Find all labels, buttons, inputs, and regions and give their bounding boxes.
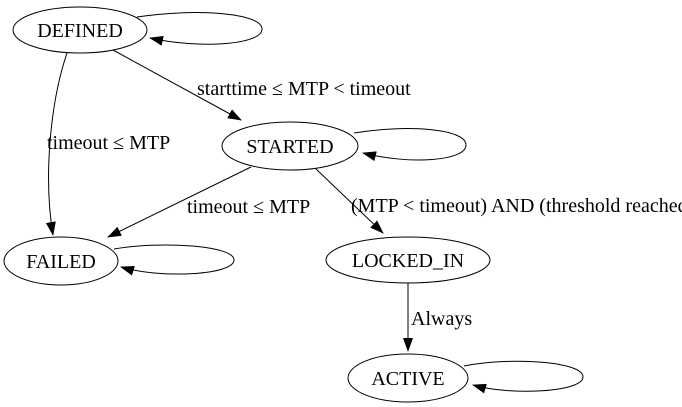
state-active: ACTIVE bbox=[347, 353, 469, 403]
state-defined-ellipse bbox=[12, 6, 148, 54]
edge-defined-to-failed-label: timeout ≤ MTP bbox=[47, 132, 170, 154]
state-failed-ellipse bbox=[3, 236, 119, 286]
edge-started-self-loop bbox=[353, 128, 467, 162]
state-failed-label: FAILED bbox=[26, 251, 96, 273]
edge-defined-to-started bbox=[112, 49, 242, 121]
state-locked-in: LOCKED_IN bbox=[325, 236, 491, 284]
state-defined: DEFINED bbox=[12, 6, 148, 54]
edge-failed-self-loop bbox=[113, 244, 235, 276]
state-active-label: ACTIVE bbox=[371, 368, 444, 390]
edge-started-to-locked-in-label: (MTP < timeout) AND (threshold reached) bbox=[351, 195, 682, 217]
edge-locked-in-to-active-label: Always bbox=[411, 308, 472, 330]
state-locked-in-ellipse bbox=[325, 236, 491, 284]
state-started-ellipse bbox=[221, 121, 359, 171]
state-locked-in-label: LOCKED_IN bbox=[352, 250, 464, 272]
state-active-ellipse bbox=[347, 353, 469, 403]
edge-started-to-failed bbox=[107, 166, 252, 238]
edge-defined-to-started-label: starttime ≤ MTP < timeout bbox=[197, 78, 411, 100]
edge-active-self-loop bbox=[463, 360, 584, 394]
edge-started-to-failed-label: timeout ≤ MTP bbox=[187, 196, 310, 218]
edge-defined-self-loop bbox=[136, 12, 263, 46]
edge-started-to-locked-in bbox=[314, 167, 384, 234]
state-failed: FAILED bbox=[3, 236, 119, 286]
state-started: STARTED bbox=[221, 121, 359, 171]
state-defined-label: DEFINED bbox=[37, 20, 123, 42]
edge-defined-to-failed bbox=[45, 52, 68, 236]
state-started-label: STARTED bbox=[246, 136, 333, 158]
